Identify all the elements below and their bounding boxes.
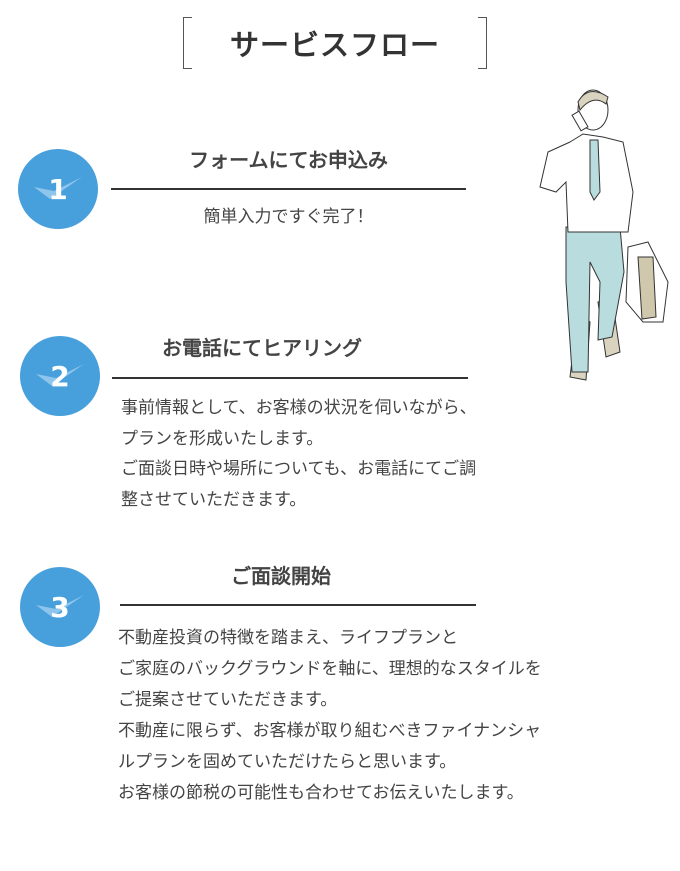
description-line: ご面談日時や場所についても、お電話にてご調 [121,459,477,479]
checkmark-icon [34,177,82,199]
step-2-heading: お電話にてヒアリング [162,336,362,360]
businessman-illustration [539,89,669,381]
right-bracket [478,17,487,69]
checkmark-icon [36,595,84,617]
title-text: サービスフロー [229,28,440,62]
step-number: 3 [50,590,70,624]
description-line: ご家庭のバックグラウンドを軸に、理想的なスタイルを [118,659,542,679]
step-number: 2 [50,359,70,393]
step-3-heading: ご面談開始 [231,564,331,588]
step-3-badge: 3 [20,567,100,647]
description-line: 不動産投資の特徴を踏まえ、ライフプランと [118,628,458,648]
description-line: ルプランを固めていただけたらと思います。 [118,752,457,772]
left-bracket [183,17,192,69]
section-title: サービスフロー [183,17,487,69]
step-1-divider [111,188,466,190]
step-2-badge: 2 [20,336,100,416]
description-line: 簡単入力ですぐ完了！ [203,207,374,227]
description-line: 整させていただきます。 [121,489,307,510]
checkmark-icon [36,364,84,386]
description-line: 事前情報として、お客様の状況を伺いながら、 [121,398,477,418]
step-2-description: 事前情報として、お客様の状況を伺いながら、 プランを形成いたします。 ご面談日時… [121,393,477,515]
description-line: 不動産に限らず、お客様が取り組むべきファイナンシャ [118,721,542,741]
description-line: プランを形成いたします。 [121,428,324,449]
step-1-badge: 1 [18,149,98,229]
step-1-heading: フォームにてお申込み [189,148,388,172]
step-3-description: 不動産投資の特徴を踏まえ、ライフプランと ご家庭のバックグラウンドを軸に、理想的… [118,623,542,809]
step-1-description: 簡単入力ですぐ完了！ [111,202,466,233]
step-3-divider [120,604,476,606]
step-number: 1 [48,172,68,206]
description-line: お客様の節税の可能性も合わせてお伝えいたします。 [118,783,524,803]
description-line: ご提案させていただきます。 [118,690,338,710]
step-2-divider [112,377,468,379]
